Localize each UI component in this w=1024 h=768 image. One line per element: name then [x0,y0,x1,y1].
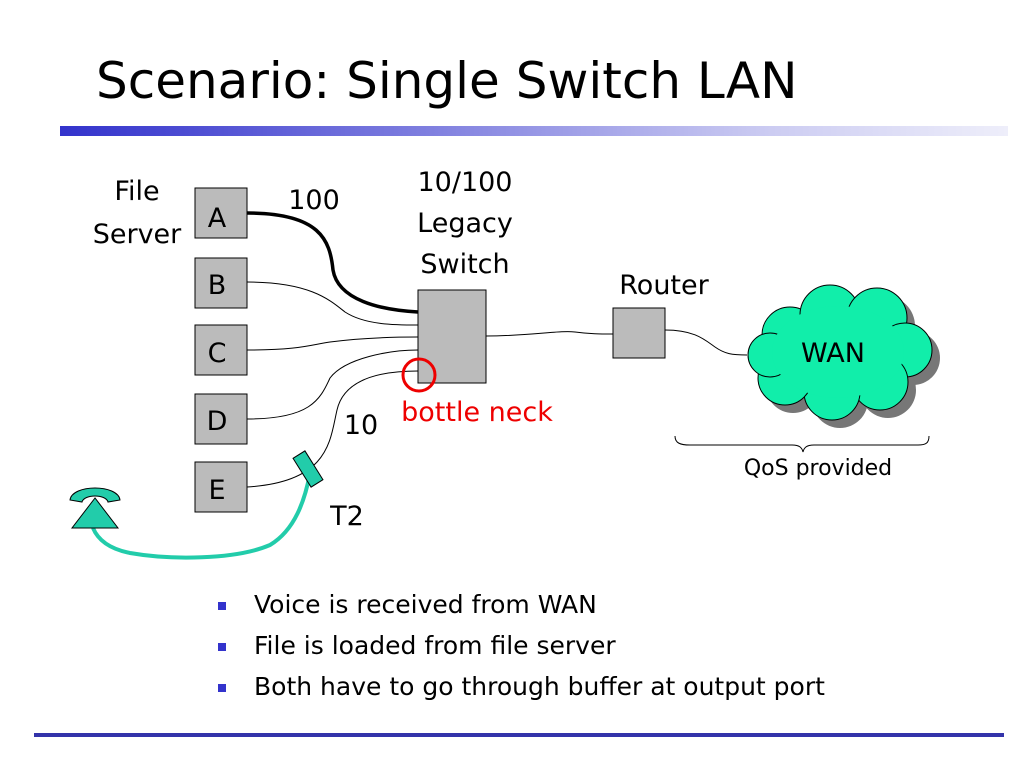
link-e-switch [246,370,419,488]
footer-rule [34,733,1004,737]
bullet-text: Both have to go through buffer at output… [254,672,825,701]
host-e-label: E [208,475,225,506]
host-c-box [194,324,248,376]
host-e-box [194,461,248,513]
bullet-marker [218,684,226,692]
host-b-label: B [208,270,227,301]
link-b-switch [246,281,419,326]
switch-label-line2: Legacy [417,208,513,239]
tap-t2-label: T2 [329,501,364,532]
qos-brace [674,435,930,453]
wan-cloud-fill [772,306,904,398]
link-d-switch [246,349,419,420]
link-router-wan [664,329,748,356]
bullet-text: File is loaded from file server [254,631,616,660]
host-b-box [194,257,248,309]
host-c-label: C [208,338,227,369]
router-box [612,307,666,359]
link-c-switch [246,336,419,351]
file-server-label-line2: Server [93,219,182,250]
legacy-switch-box [417,289,487,384]
bottleneck-label: bottle neck [401,397,553,428]
bullet-marker [218,602,226,610]
link-a-switch [246,211,419,314]
bullet-item: File is loaded from file server [218,631,825,672]
bullet-item: Both have to go through buffer at output… [218,672,825,713]
host-d-box [194,393,248,445]
switch-label-line3: Switch [420,249,509,280]
bullet-list: Voice is received from WAN File is loade… [218,590,825,713]
bullet-item: Voice is received from WAN [218,590,825,631]
slide-title: Scenario: Single Switch LAN [96,52,798,110]
file-server-label-line1: File [114,176,159,207]
bullet-marker [218,643,226,651]
host-a-box [194,187,248,239]
switch-label-line1: 10/100 [418,167,513,198]
link-switch-router [485,331,614,337]
bullet-text: Voice is received from WAN [254,590,597,619]
wan-label: WAN [801,338,865,369]
host-a-label: A [208,203,227,234]
telephone-icon [69,487,121,529]
link-speed-100: 100 [288,185,340,216]
tap-t2-device [292,450,324,488]
host-d-label: D [207,406,228,437]
bottleneck-circle [401,357,437,393]
title-underline [60,126,1008,136]
qos-label: QoS provided [744,456,892,481]
router-label: Router [619,270,709,301]
voice-cable [91,472,312,560]
link-speed-10: 10 [344,410,378,441]
